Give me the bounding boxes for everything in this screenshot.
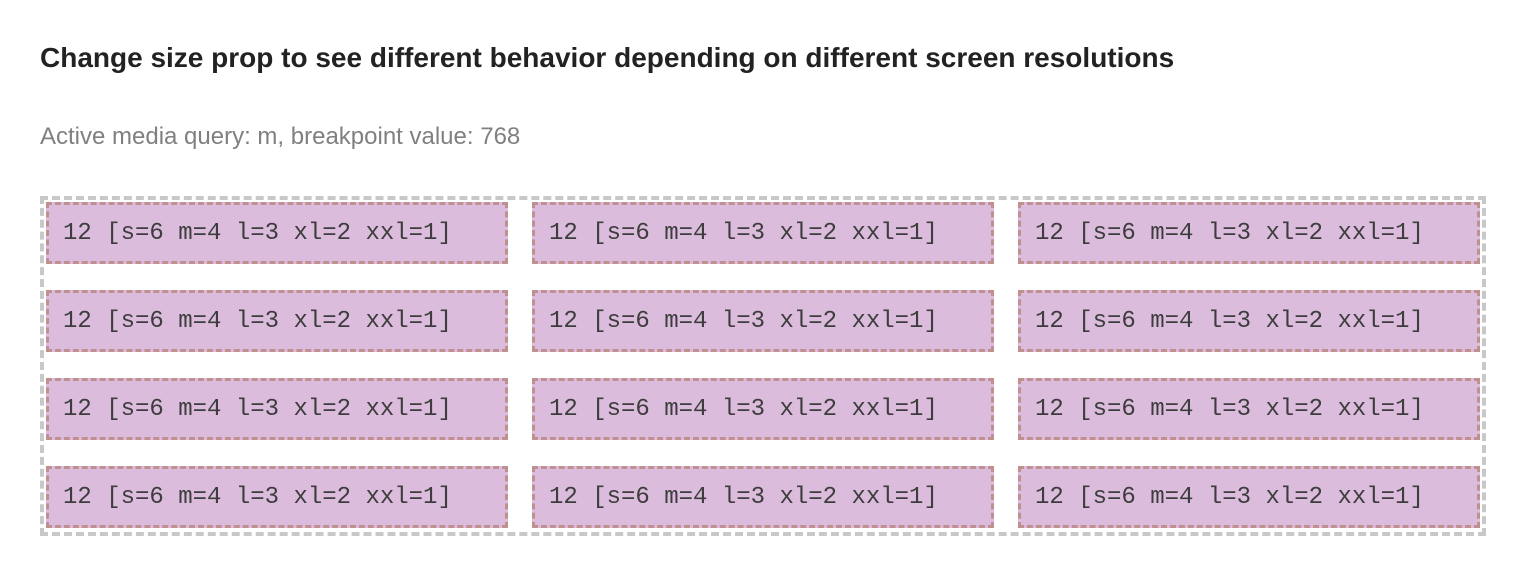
grid-cell-label: 12 [s=6 m=4 l=3 xl=2 xxl=1] [549, 219, 938, 247]
grid-cell-label: 12 [s=6 m=4 l=3 xl=2 xxl=1] [1035, 395, 1424, 423]
grid-cell-label: 12 [s=6 m=4 l=3 xl=2 xxl=1] [63, 307, 452, 335]
grid-cell-label: 12 [s=6 m=4 l=3 xl=2 xxl=1] [63, 483, 452, 511]
grid-cell: 12 [s=6 m=4 l=3 xl=2 xxl=1] [1018, 378, 1480, 440]
grid-cell: 12 [s=6 m=4 l=3 xl=2 xxl=1] [532, 290, 994, 352]
grid-cell: 12 [s=6 m=4 l=3 xl=2 xxl=1] [532, 466, 994, 528]
grid-cell-label: 12 [s=6 m=4 l=3 xl=2 xxl=1] [549, 307, 938, 335]
grid-cell: 12 [s=6 m=4 l=3 xl=2 xxl=1] [1018, 466, 1480, 528]
grid-cell-label: 12 [s=6 m=4 l=3 xl=2 xxl=1] [549, 483, 938, 511]
grid-cell: 12 [s=6 m=4 l=3 xl=2 xxl=1] [1018, 290, 1480, 352]
grid-cell-label: 12 [s=6 m=4 l=3 xl=2 xxl=1] [1035, 483, 1424, 511]
grid-container: 12 [s=6 m=4 l=3 xl=2 xxl=1] 12 [s=6 m=4 … [40, 196, 1486, 536]
grid-cell: 12 [s=6 m=4 l=3 xl=2 xxl=1] [46, 466, 508, 528]
grid-cell: 12 [s=6 m=4 l=3 xl=2 xxl=1] [1018, 202, 1480, 264]
grid-cell: 12 [s=6 m=4 l=3 xl=2 xxl=1] [46, 290, 508, 352]
grid-cell-label: 12 [s=6 m=4 l=3 xl=2 xxl=1] [1035, 307, 1424, 335]
grid-cell: 12 [s=6 m=4 l=3 xl=2 xxl=1] [46, 202, 508, 264]
grid-cell-label: 12 [s=6 m=4 l=3 xl=2 xxl=1] [549, 395, 938, 423]
media-query-info: Active media query: m, breakpoint value:… [40, 123, 521, 150]
grid-cell: 12 [s=6 m=4 l=3 xl=2 xxl=1] [532, 202, 994, 264]
grid-cell-label: 12 [s=6 m=4 l=3 xl=2 xxl=1] [63, 395, 452, 423]
grid-cell-label: 12 [s=6 m=4 l=3 xl=2 xxl=1] [1035, 219, 1424, 247]
grid-cell-label: 12 [s=6 m=4 l=3 xl=2 xxl=1] [63, 219, 452, 247]
page-title: Change size prop to see different behavi… [40, 42, 1175, 73]
grid-cell: 12 [s=6 m=4 l=3 xl=2 xxl=1] [532, 378, 994, 440]
grid-cell: 12 [s=6 m=4 l=3 xl=2 xxl=1] [46, 378, 508, 440]
